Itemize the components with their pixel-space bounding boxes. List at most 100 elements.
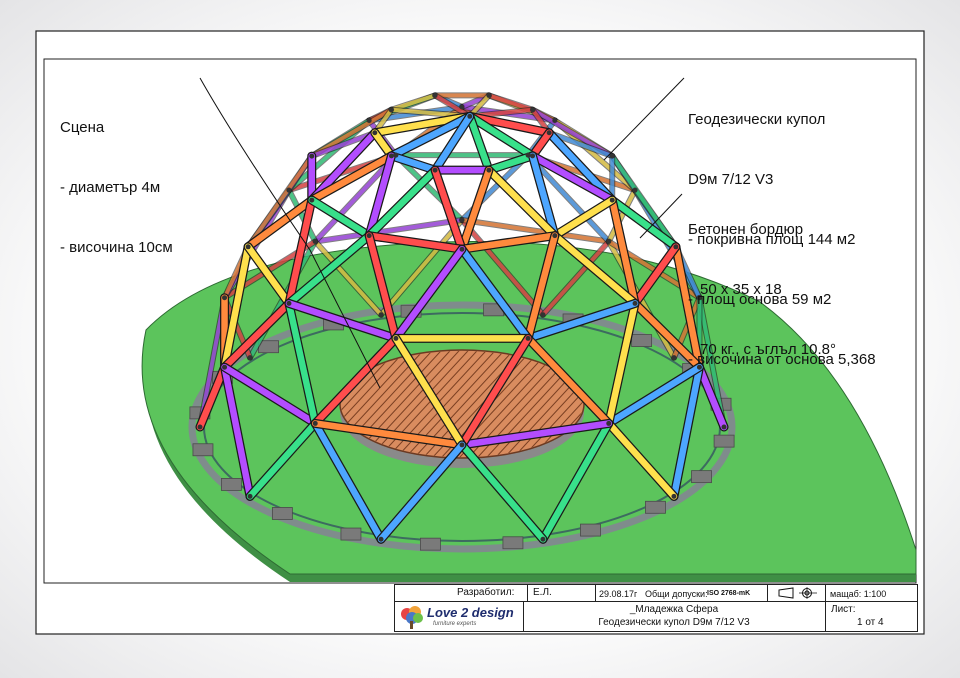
dome-strut	[529, 152, 559, 239]
curb-block	[271, 507, 293, 520]
dome-strut	[631, 243, 680, 307]
strut-hub	[696, 295, 702, 301]
strut-hub	[632, 300, 638, 306]
dome-strut	[466, 113, 536, 160]
dome-strut	[526, 153, 611, 244]
strut-hub	[530, 153, 536, 159]
company-logo: Love 2 design furniture experts	[397, 603, 521, 631]
strut-hub	[372, 130, 378, 136]
strut-hub	[696, 364, 702, 370]
dome-strut	[221, 243, 252, 371]
dome-strut	[486, 93, 535, 112]
dome-strut	[365, 152, 395, 239]
stage-plank	[501, 351, 583, 457]
strut-hub	[552, 233, 558, 239]
stage-plank	[420, 351, 542, 457]
curb-block	[419, 537, 441, 551]
strut-hub	[459, 104, 465, 110]
strut-hub	[247, 493, 253, 499]
strut-hub	[247, 355, 253, 361]
leader-stage	[199, 77, 381, 389]
dome-strut	[458, 441, 547, 543]
dome-strut	[246, 154, 314, 249]
curb-block	[192, 443, 214, 457]
curb-block	[340, 527, 362, 541]
drawing-date: 29.08.17г	[599, 589, 638, 599]
dome-strut	[286, 188, 318, 244]
stage-plank	[393, 351, 515, 457]
logo-subtitle: furniture experts	[433, 621, 477, 627]
strut-hub	[486, 92, 492, 98]
strut-hub	[222, 364, 228, 370]
dome-strut	[540, 239, 611, 317]
dome-strut	[313, 153, 398, 244]
note-stage-title: Сцена	[60, 119, 105, 136]
strut-hub	[245, 244, 251, 250]
dome-strut	[313, 218, 464, 244]
dome-strut	[608, 196, 639, 307]
strut-hub	[459, 217, 465, 223]
note-dome-model: D9м 7/12 V3	[688, 171, 774, 188]
dome-strut	[551, 232, 639, 307]
note-stage-height: - височина 10см	[60, 239, 173, 256]
strut-hub	[540, 536, 546, 542]
dome-strut	[524, 335, 613, 427]
strut-hub	[222, 295, 228, 301]
dome-struts	[195, 92, 729, 544]
dome-strut	[466, 113, 493, 174]
title-block: Разработил: Е.Л. 29.08.17г Общи допуски:…	[394, 584, 918, 632]
dome-strut	[529, 152, 616, 204]
dome-strut	[308, 152, 395, 204]
strut-hub	[530, 107, 536, 113]
strut-hub	[378, 536, 384, 542]
tolerance-label: Общи допуски:	[645, 589, 708, 599]
dome-strut	[313, 239, 384, 317]
strut-hub	[393, 152, 399, 158]
base-ring-outer	[188, 301, 736, 553]
curb-block	[580, 523, 601, 537]
scale-label: мащаб: 1:100	[830, 589, 887, 599]
dome-strut	[631, 300, 703, 371]
dome-strut	[606, 188, 638, 244]
strut-hub	[312, 420, 318, 426]
strut-hub	[378, 312, 384, 318]
strut-hub	[366, 233, 372, 239]
strut-hub	[606, 420, 612, 426]
developed-by-label: Разработил:	[457, 587, 515, 598]
stage-deck	[339, 349, 585, 459]
dome-strut	[605, 300, 639, 427]
dome-strut	[311, 420, 466, 449]
drawing-frame	[43, 58, 917, 584]
dome-strut	[605, 363, 703, 427]
dome-strut	[244, 196, 316, 251]
note-dome-base-area: - площ основа 59 м2	[688, 291, 832, 308]
strut-hub	[525, 335, 531, 341]
curb-block	[502, 536, 524, 550]
dome-strut	[285, 300, 400, 342]
strut-hub	[432, 92, 438, 98]
note-dome-title: Геодезически купол	[688, 111, 826, 128]
note-stage-diameter: - диаметър 4м	[60, 179, 161, 196]
dome-strut	[379, 218, 464, 317]
strut-hub	[609, 153, 615, 159]
dome-strut	[388, 152, 439, 174]
developer-name: Е.Л.	[533, 587, 552, 598]
strut-hub	[309, 197, 315, 203]
dome-strut	[388, 113, 474, 160]
stage-plank	[483, 351, 583, 457]
dome-strut	[485, 152, 536, 174]
dome-strut	[551, 196, 616, 239]
stage-plank	[492, 351, 583, 457]
stage-plank	[341, 351, 425, 457]
logo-text: Love 2 design	[427, 605, 514, 620]
strut-hub	[459, 442, 465, 448]
strut-hub	[388, 153, 394, 159]
strut-hub	[432, 167, 438, 173]
curb-block	[220, 478, 242, 491]
dome-strut	[539, 420, 613, 543]
dome-strut	[244, 243, 293, 307]
dome-strut	[466, 113, 553, 137]
dome-strut	[670, 363, 703, 500]
dome-strut	[221, 363, 254, 500]
dome-strut	[285, 232, 373, 307]
